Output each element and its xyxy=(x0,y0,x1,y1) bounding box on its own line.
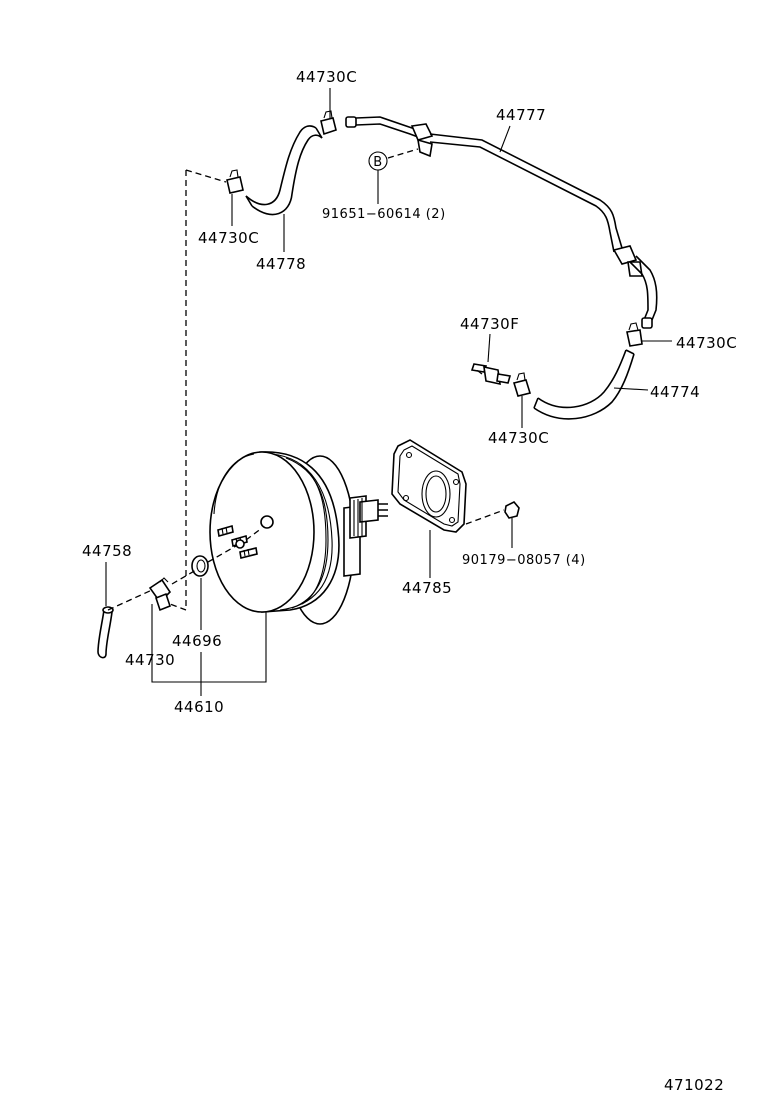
label-bolt-b: 91651−60614 (2) xyxy=(322,207,446,222)
dashed-guide-lines xyxy=(107,169,505,611)
hose-clamp-left xyxy=(226,169,244,194)
gasket xyxy=(391,439,467,533)
label-hose-upper: 44778 xyxy=(256,255,306,273)
ref-mark-b-label: B xyxy=(373,155,382,170)
label-gasket: 44785 xyxy=(402,579,452,597)
label-grommet: 44696 xyxy=(172,632,222,650)
part-number-labels: 44730C 44730C 44778 44777 91651−60614 (2… xyxy=(82,68,737,1094)
upper-vacuum-hose xyxy=(245,125,323,216)
ref-mark-b: B xyxy=(368,148,419,171)
booster-studs xyxy=(217,524,258,559)
nut xyxy=(504,501,520,519)
label-clamp-lower: 44730C xyxy=(488,429,549,447)
label-pipe: 44777 xyxy=(496,106,546,124)
hose-clamp-top xyxy=(320,110,337,136)
label-union: 44730 xyxy=(125,651,175,669)
end-hose xyxy=(97,606,114,659)
brake-booster xyxy=(209,451,388,625)
lower-vacuum-hose xyxy=(533,349,635,420)
hose-clamp-right xyxy=(626,322,643,347)
figure-number: 471022 xyxy=(664,1076,724,1094)
union-fitting xyxy=(148,577,172,612)
label-clamp-top: 44730C xyxy=(296,68,357,86)
label-clamp-right: 44730C xyxy=(676,334,737,352)
label-end-hose: 44758 xyxy=(82,542,132,560)
label-check-valve: 44730F xyxy=(460,315,519,333)
grommet xyxy=(191,555,209,577)
label-clamp-left: 44730C xyxy=(198,229,259,247)
label-nut: 90179−08057 (4) xyxy=(462,553,586,568)
check-valve xyxy=(470,363,512,386)
hose-clamp-lower xyxy=(512,372,532,397)
label-booster-assy: 44610 xyxy=(174,698,224,716)
leader-lines xyxy=(105,88,672,696)
label-hose-lower: 44774 xyxy=(650,383,700,401)
vacuum-pipe xyxy=(345,116,658,329)
